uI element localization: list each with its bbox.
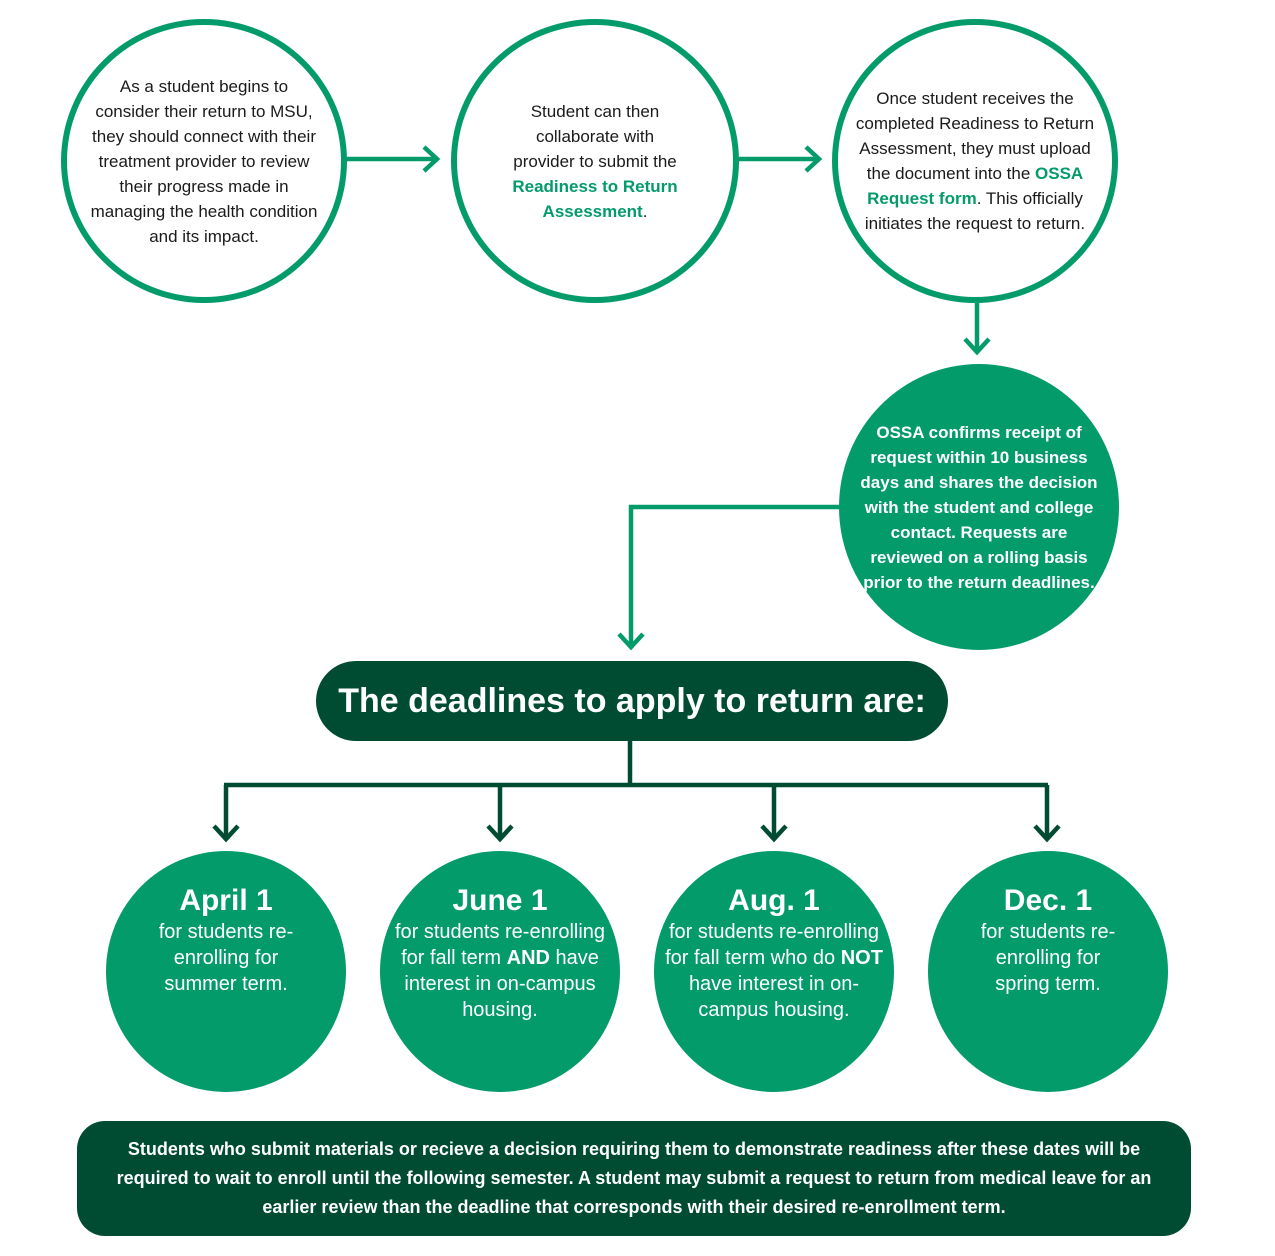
- arrow-step1-to-step2: [346, 145, 441, 173]
- deadline-desc-part: for students re-enrolling for fall term: [394, 921, 606, 969]
- deadline-desc-end: have interest in on-campus housing.: [688, 973, 860, 1021]
- enrollment-note-text: Students who submit materials or recieve…: [116, 1139, 1152, 1217]
- deadline-june: June 1 for students re-enrolling for fal…: [380, 851, 620, 1092]
- deadline-desc: for students re-enrolling for fall term …: [387, 919, 613, 1023]
- step-3-text: Once student receives the completed Read…: [855, 86, 1095, 236]
- step-2-text-end: .: [642, 201, 648, 221]
- deadline-april: April 1 for students re-enrolling for su…: [106, 851, 346, 1092]
- step-3-text-end: . This officially initiates the request …: [864, 189, 1086, 233]
- deadline-desc-end: have interest in on-campus housing.: [404, 947, 599, 1021]
- enrollment-note: Students who submit materials or recieve…: [77, 1121, 1191, 1236]
- step-1-circle: As a student begins to consider their re…: [61, 19, 347, 303]
- deadline-aug: Aug. 1 for students re-enrolling for fal…: [654, 851, 894, 1092]
- step-4-circle: OSSA confirms receipt of request within …: [839, 364, 1119, 650]
- ossa-request-form-link[interactable]: OSSA Request form: [867, 164, 1084, 208]
- deadline-date: Aug. 1: [728, 884, 820, 917]
- deadline-date: June 1: [452, 884, 548, 917]
- step-1-text: As a student begins to consider their re…: [90, 76, 318, 246]
- step-2-text: Student can then collaborate with provid…: [510, 99, 680, 224]
- deadline-date: April 1: [179, 884, 273, 917]
- deadline-branch-connector: [212, 741, 1061, 843]
- arrow-step3-to-step4: [963, 300, 991, 356]
- deadline-desc: for students re-enrolling for fall term …: [664, 919, 884, 1023]
- step-2-circle: Student can then collaborate with provid…: [451, 19, 739, 303]
- step-4-text: OSSA confirms receipt of request within …: [860, 422, 1098, 592]
- deadline-desc: for students re-enrolling for spring ter…: [980, 921, 1116, 995]
- arrow-step2-to-step3: [737, 145, 823, 173]
- arrow-step4-to-deadlines: [617, 504, 842, 651]
- deadlines-title-text: The deadlines to apply to return are:: [338, 681, 926, 720]
- step-3-text-part: Once student receives the completed Read…: [855, 89, 1095, 183]
- deadline-desc-emphasis: NOT: [840, 947, 883, 969]
- step-3-circle: Once student receives the completed Read…: [832, 19, 1118, 303]
- step-2-text-part: Student can then collaborate with provid…: [513, 101, 677, 171]
- deadline-dec: Dec. 1 for students re-enrolling for spr…: [928, 851, 1168, 1092]
- deadline-date: Dec. 1: [1003, 884, 1093, 917]
- deadline-desc: for students re-enrolling for summer ter…: [158, 921, 294, 995]
- deadline-desc-emphasis: AND: [506, 947, 550, 969]
- deadlines-title: The deadlines to apply to return are:: [316, 661, 948, 741]
- readiness-assessment-link[interactable]: Readiness to Return Assessment: [512, 176, 678, 221]
- deadline-desc-part: for students re-enrolling for fall term …: [665, 921, 880, 969]
